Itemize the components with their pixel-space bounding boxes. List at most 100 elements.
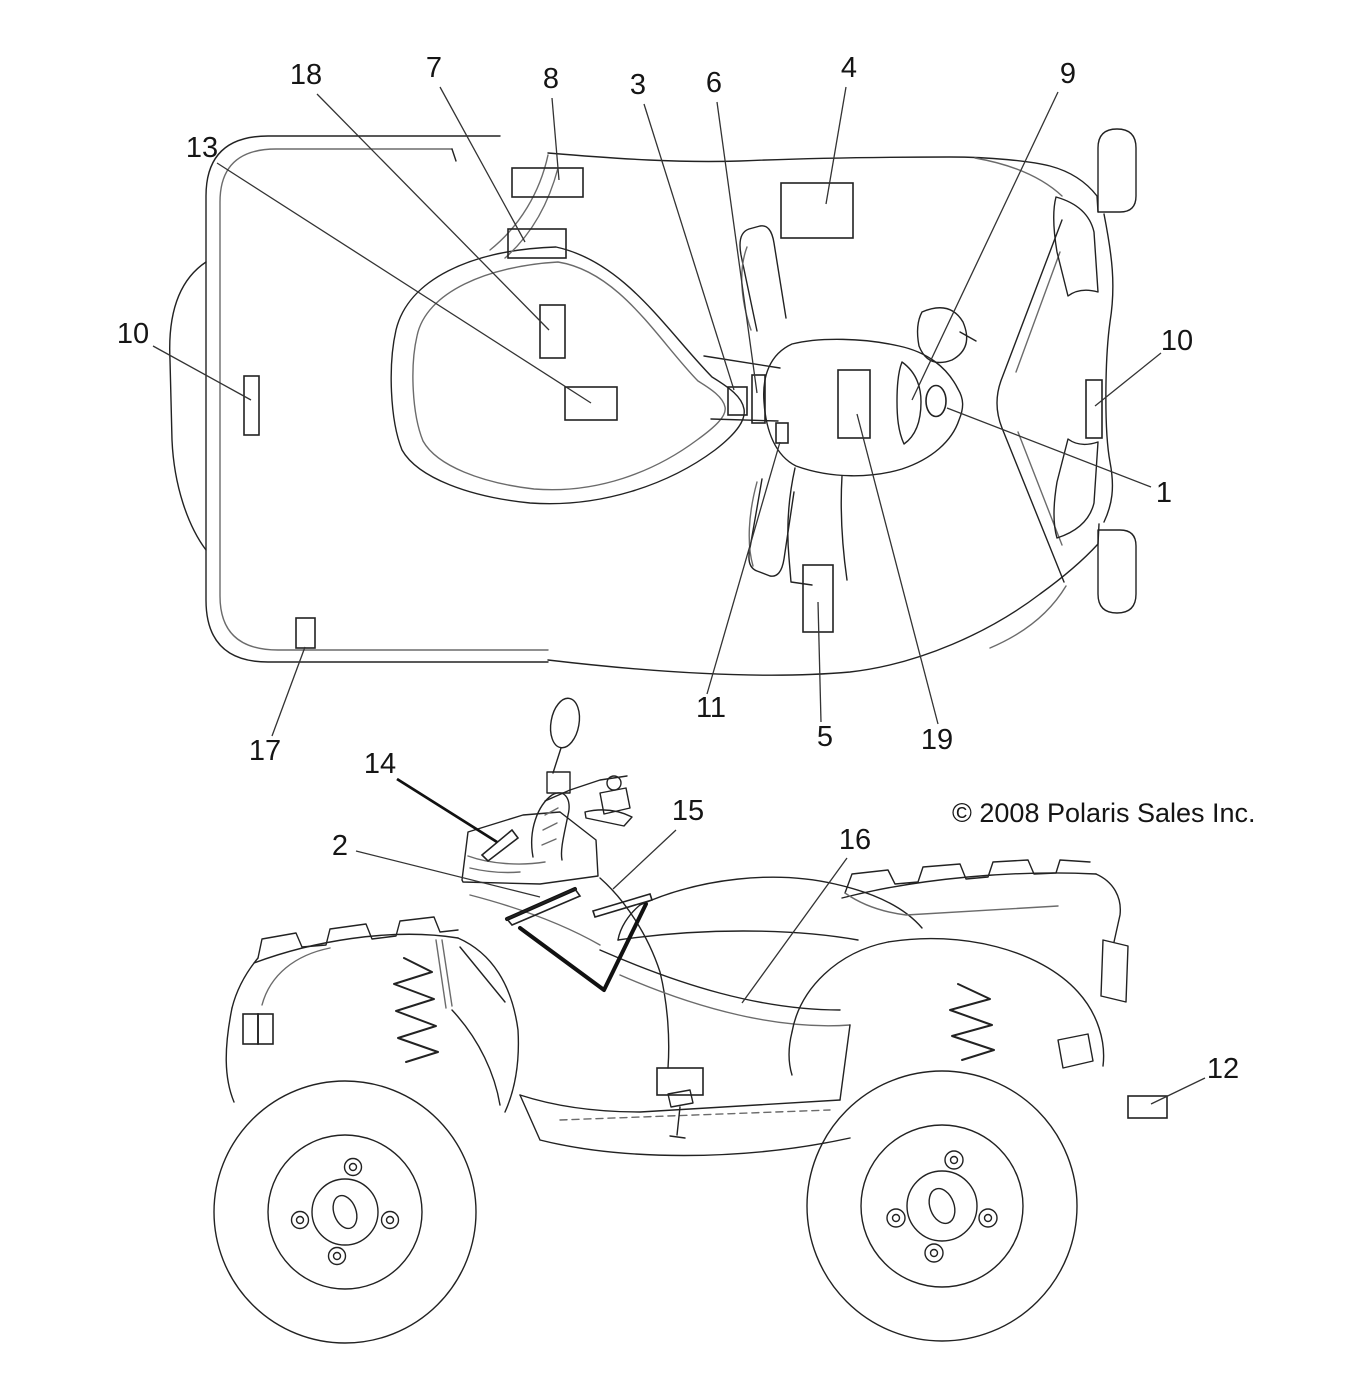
callout-3: 3 — [630, 69, 646, 101]
seat-bottom — [617, 930, 859, 941]
rear-lugs — [886, 1150, 998, 1263]
rear-hub-oval — [928, 1187, 956, 1225]
decal-10-right — [1085, 379, 1103, 439]
front-brace — [451, 946, 506, 1106]
top-view-artwork — [169, 128, 1137, 676]
front-rack-seam-top — [974, 157, 1063, 197]
tank-lower-seam — [469, 894, 601, 946]
front-hub-oval — [332, 1194, 358, 1230]
seat-top — [639, 876, 923, 929]
handlebar — [544, 775, 628, 802]
front-fender-arc — [457, 937, 520, 1113]
front-spring — [393, 957, 439, 1063]
front-fender-front — [225, 1007, 235, 1103]
leader-14 — [396, 777, 498, 844]
body-top-edge — [547, 152, 1099, 213]
callout-16: 16 — [839, 824, 871, 856]
decal-footwell — [656, 1067, 704, 1096]
callout-7: 7 — [426, 52, 442, 84]
front-rack-hatch — [435, 939, 453, 1009]
rear-rack-outer-outline — [205, 135, 549, 663]
decal-17 — [295, 617, 316, 649]
callout-19: 19 — [921, 724, 953, 756]
callout-6: 6 — [706, 67, 722, 99]
rear-fender-front — [788, 1031, 793, 1076]
muffler-tip — [1057, 1033, 1094, 1069]
side-graphic-vmark — [518, 902, 648, 992]
front-right-edge — [1103, 213, 1114, 523]
leader-2 — [355, 850, 541, 898]
left-grip — [739, 225, 787, 332]
rear-rim — [860, 1124, 1024, 1288]
brake-lever — [584, 809, 633, 827]
decal-3 — [727, 386, 748, 416]
decal-18 — [539, 304, 566, 359]
rear-tire — [806, 1070, 1078, 1342]
leader-6 — [716, 101, 758, 394]
frame-tube-lower — [619, 974, 851, 1027]
leader-5 — [817, 601, 822, 723]
footwell-bottom — [519, 1024, 851, 1157]
callout-10-left: 10 — [117, 318, 149, 350]
right-control-block — [916, 307, 977, 364]
rear-rack-rail — [841, 872, 1097, 899]
hood-v-seam — [996, 219, 1065, 583]
leader-3 — [643, 103, 735, 391]
copyright-text: © 2008 Polaris Sales Inc. — [952, 798, 1256, 828]
leader-19 — [856, 413, 939, 725]
leader-11 — [706, 441, 781, 695]
rear-rack-underside — [844, 892, 1059, 916]
front-lugs — [290, 1157, 400, 1266]
body-bottom-edge — [547, 523, 1100, 676]
footwell-top — [519, 1094, 841, 1113]
decal-11 — [775, 422, 789, 444]
tank-front-edge — [599, 877, 670, 1069]
seat-inner — [412, 261, 726, 491]
side-view-artwork — [213, 697, 1129, 1344]
seat-outer — [390, 246, 745, 505]
body-seam-left — [489, 154, 559, 259]
callout-14: 14 — [364, 748, 396, 780]
rear-fender-arc — [791, 937, 1105, 1067]
leader-1 — [946, 407, 1152, 488]
front-rim — [267, 1134, 423, 1290]
decal-8 — [511, 167, 584, 198]
footboard-ridges — [559, 1109, 831, 1121]
decal-12 — [1127, 1095, 1168, 1119]
callout-5: 5 — [817, 721, 833, 753]
headlight-pocket-lower — [1053, 438, 1099, 539]
rear-hub — [906, 1170, 978, 1242]
decal-fender-b — [257, 1013, 274, 1045]
decal-19 — [837, 369, 871, 439]
leader-18 — [316, 93, 550, 331]
decal-1-oval — [925, 384, 947, 418]
rear-spring — [949, 983, 995, 1061]
leader-8 — [551, 97, 560, 181]
headlight-pocket-upper — [1053, 196, 1099, 297]
frame-tube-upper — [599, 949, 841, 1011]
taillight-box — [1100, 939, 1129, 1003]
column-hatch — [541, 807, 559, 846]
front-tire — [213, 1080, 477, 1344]
rear-rack-inner-outline — [219, 148, 549, 651]
callout-15: 15 — [672, 795, 704, 827]
decal-13 — [564, 386, 618, 421]
handlebar-pod-outline — [763, 338, 964, 477]
front-rack-rail — [253, 933, 459, 964]
leader-10-left — [152, 345, 252, 401]
column-shroud — [531, 792, 570, 861]
throttle-housing — [599, 787, 631, 815]
decal-5 — [802, 564, 834, 633]
steering-column — [787, 467, 848, 586]
leader-9 — [911, 91, 1059, 401]
pod-right-bracket — [896, 361, 922, 445]
rear-bumper-left-edge — [169, 261, 207, 551]
callout-12: 12 — [1207, 1053, 1239, 1085]
callout-11: 11 — [696, 692, 726, 724]
decal-layer — [242, 167, 1168, 1119]
rear-rack-step — [451, 148, 457, 162]
mirror-stem — [552, 747, 562, 774]
callout-13: 13 — [186, 132, 218, 164]
